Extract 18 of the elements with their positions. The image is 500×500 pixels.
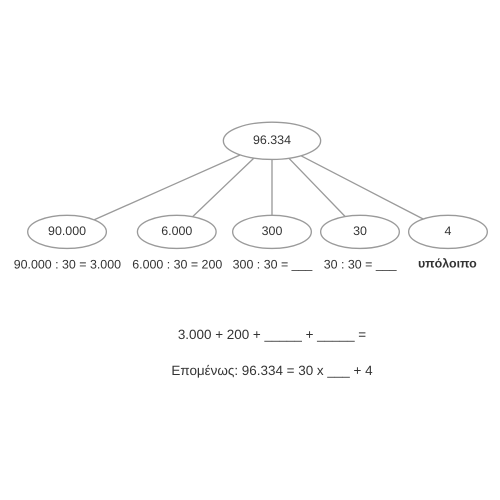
node-label: υπόλοιπο [418, 256, 477, 270]
node-label: 90.000 : 30 = 3.000 [14, 257, 122, 272]
node-ellipse: 30 [320, 214, 400, 249]
node-ellipse: 6.000 [136, 214, 217, 249]
node-label: 6.000 : 30 = 200 [132, 257, 222, 272]
connector [192, 157, 254, 216]
label: 3.000 + 200 + _____ + _____ = [178, 326, 366, 342]
connector [271, 159, 273, 215]
node-ellipse: 90.000 [27, 214, 108, 249]
connector [288, 157, 346, 216]
label: Επομένως: 96.334 = 30 x ___ + 4 [171, 362, 373, 378]
connector [300, 154, 424, 220]
node-ellipse: 96.334 [222, 120, 322, 160]
node-label: 300 : 30 = ___ [232, 257, 312, 272]
connector [94, 154, 240, 220]
node-label: 30 : 30 = ___ [324, 257, 397, 272]
node-ellipse: 300 [232, 214, 312, 249]
node-ellipse: 4 [408, 214, 488, 249]
